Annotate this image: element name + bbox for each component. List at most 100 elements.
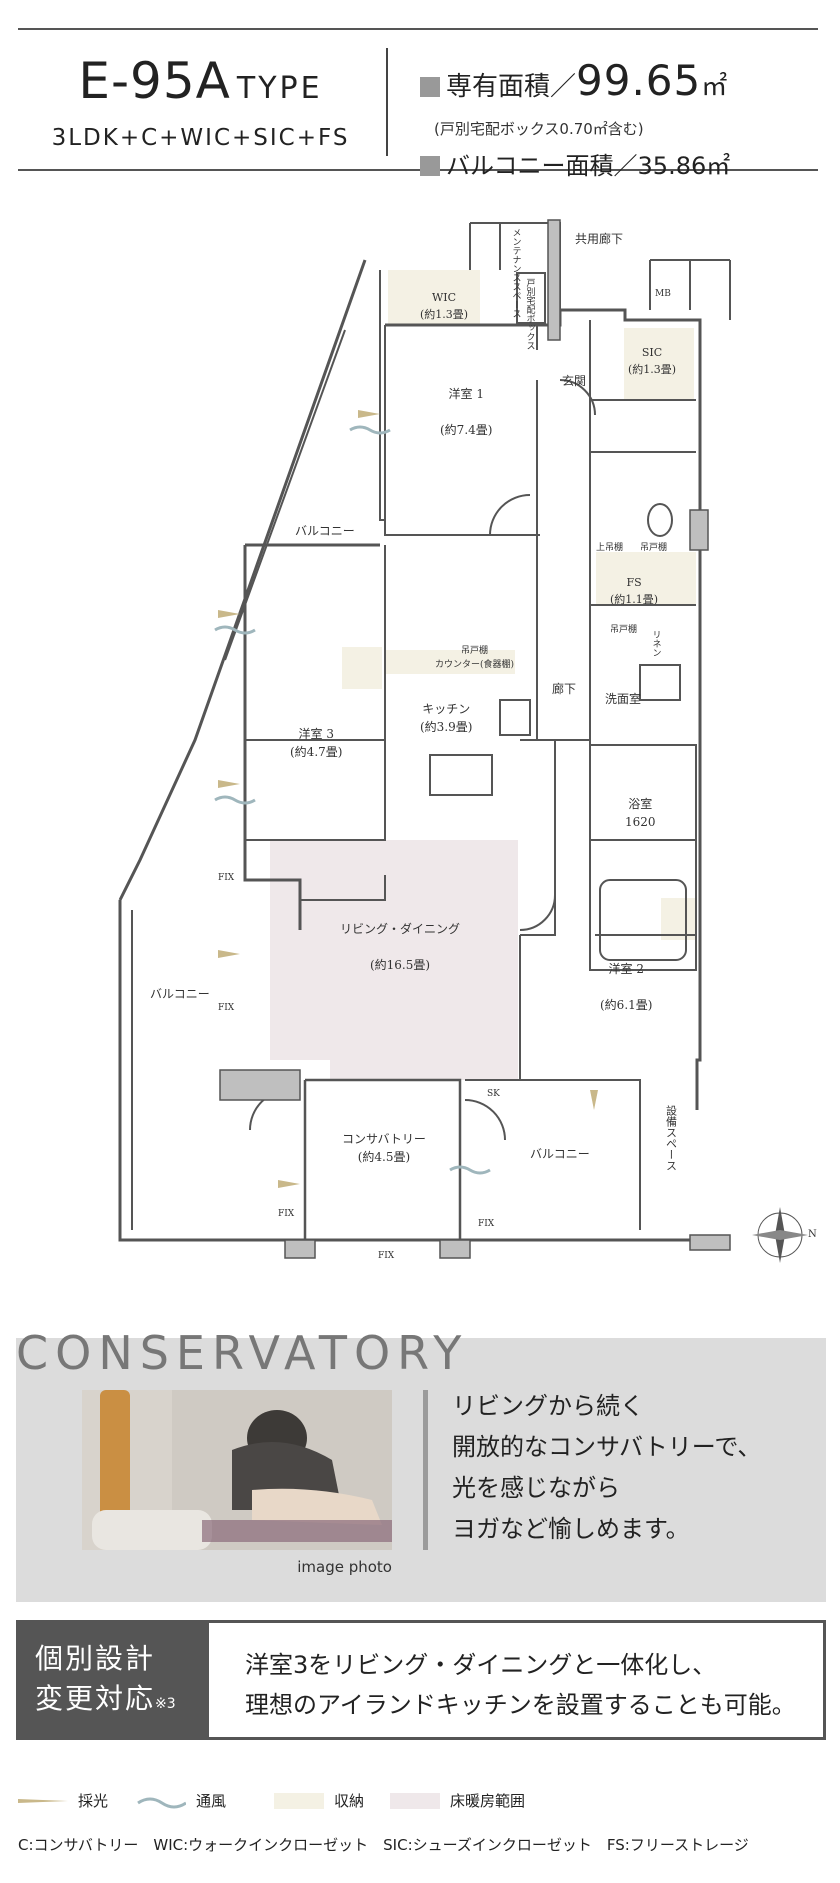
yoga-photo-image [82, 1390, 392, 1550]
light-marker [218, 950, 240, 958]
wall-block [439, 1239, 471, 1259]
entry-walls [589, 320, 696, 535]
conservatory-name: コンサバトリー [342, 1132, 426, 1146]
yoga-photo [82, 1390, 392, 1550]
cooktop [499, 699, 531, 736]
living-label: リビング・ダイニング (約16.5畳) [340, 920, 460, 974]
door-swing-room2 [519, 894, 556, 931]
design-change-title-line1: 個別設計 [35, 1642, 156, 1675]
plan-code: 3LDK+C+WIC+SIC+FS [51, 125, 350, 151]
living-size: (約16.5畳) [369, 958, 431, 972]
storage-swatch [274, 1792, 324, 1809]
square-bullet-icon [420, 77, 440, 97]
wind-marker [449, 1165, 491, 1175]
delivery-box-label: 戸別宅配ボックス [524, 278, 535, 350]
sic-label: SIC(約1.3畳) [628, 345, 676, 378]
bathroom-size: 1620 [625, 815, 656, 829]
fs-storage [596, 552, 696, 604]
light-icon [18, 1798, 68, 1803]
balcony-area-label: バルコニー面積／ [446, 152, 638, 180]
upper-cabinet-label: 上吊棚 [596, 543, 624, 553]
conservatory-walls [303, 1078, 462, 1240]
living-name: リビング・ダイニング [340, 922, 461, 936]
western1-label: 洋室 1(約7.4畳) [440, 385, 492, 439]
floor-heating-swatch [390, 1792, 440, 1809]
sic-name: SIC [641, 346, 663, 359]
legend: 採光 通風 収納 床暖房範囲 [18, 1790, 818, 1814]
linen-label: リネン [650, 630, 661, 657]
abbreviations: C:コンサバトリー WIC:ウォークインクローゼット SIC:シューズインクロー… [18, 1836, 749, 1854]
sic-storage [624, 328, 694, 400]
closet3-storage [342, 647, 382, 689]
header-divider [386, 48, 388, 156]
western1-size: (約7.4畳) [440, 423, 493, 437]
light-marker [218, 610, 240, 618]
design-change-title-line2: 変更対応 [35, 1682, 156, 1715]
room3-walls [245, 545, 386, 841]
hanging-cabinet2-label: 吊戸棚 [610, 625, 638, 635]
legend-item-floor-heating: 床暖房範囲 [390, 1790, 525, 1811]
light-marker [358, 410, 380, 418]
private-area-note: (戸別宅配ボックス0.70㎡含む) [434, 120, 644, 138]
legend-label: 床暖房範囲 [450, 1792, 526, 1810]
legend-label: 採光 [78, 1792, 109, 1810]
wall-block [689, 509, 709, 551]
door-swing-room1 [489, 494, 531, 536]
western3-label: 洋室 3(約4.7畳) [290, 725, 342, 761]
wall-block [219, 1069, 301, 1101]
counter-name: 吊戸棚 [461, 646, 489, 656]
legend-label: 収納 [334, 1792, 365, 1810]
design-change-box: 個別設計 変更対応※3 洋室3をリビング・ダイニングと一体化し、 理想のアイラン… [16, 1620, 826, 1740]
conservatory-title: CONSERVATORY [16, 1326, 469, 1380]
conservatory-line: 光を感じながら [452, 1474, 620, 1502]
legend-item-wind: 通風 [136, 1790, 226, 1811]
mb-walls [649, 259, 731, 320]
wic-size: (約1.3畳) [420, 307, 469, 321]
legend-item-light: 採光 [18, 1790, 108, 1811]
balcony-area-value: 35.86 [637, 152, 707, 180]
design-change-line: 洋室3をリビング・ダイニングと一体化し、 [245, 1651, 717, 1679]
common-corridor-label: 共用廊下 [575, 232, 624, 246]
conservatory-line: ヨガなど愉しめます。 [452, 1515, 690, 1543]
lower-outer-wall [118, 900, 720, 1242]
balcony-outer-wall [118, 259, 367, 901]
balcony-left-label: バルコニー [150, 987, 210, 1001]
fs-size: (約1.1畳) [610, 592, 659, 606]
design-change-title: 個別設計 変更対応※3 [35, 1639, 176, 1724]
compass-north-label: N [808, 1229, 817, 1240]
compass-icon [752, 1207, 808, 1263]
unit-outline-west [243, 543, 380, 930]
design-change-note: ※3 [155, 1696, 176, 1712]
fix-label: FIX [218, 873, 235, 883]
wall-block [689, 1234, 731, 1251]
floor-plan-drawing [118, 219, 808, 1263]
sk-label: SK [487, 1089, 500, 1099]
balcony-lower-label: バルコニー [530, 1147, 590, 1161]
private-area: 専有面積／99.65㎡ [420, 56, 727, 105]
equipment-space-label: 設備スペース [664, 1105, 678, 1171]
balcony-upper-label: バルコニー [295, 524, 355, 538]
kitchen-island [429, 754, 493, 796]
western2-name: 洋室 2 [608, 962, 644, 976]
western3-size: (約4.7畳) [290, 745, 343, 759]
lower-balcony-walls [465, 1079, 641, 1230]
hallway-label: 廊下 [552, 682, 577, 696]
light-marker [218, 780, 240, 788]
bathtub [599, 879, 687, 961]
conservatory-line: リビングから続く [452, 1392, 644, 1420]
kitchen-size: (約3.9畳) [420, 720, 473, 734]
closet2-storage [661, 898, 695, 940]
balcony-area: バルコニー面積／35.86㎡ [420, 146, 730, 181]
room1-walls [384, 325, 540, 536]
conservatory-size: (約4.5畳) [357, 1150, 411, 1164]
legend-item-storage: 収納 [274, 1790, 364, 1811]
legend-label: 通風 [196, 1792, 227, 1810]
fs-name: FS [626, 576, 642, 589]
conservatory-label: コンサバトリー (約4.5畳) [342, 1130, 426, 1166]
fs-label: FS (約1.1畳) [610, 575, 658, 608]
type-suffix: TYPE [236, 71, 323, 106]
wic-storage [388, 270, 480, 325]
door-swing-entry [559, 379, 596, 416]
